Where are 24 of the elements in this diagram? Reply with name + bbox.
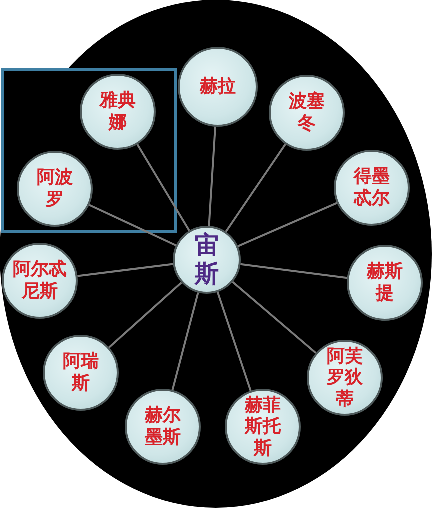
node-label: 阿瑞斯 [62,351,100,395]
node-label: 阿尔忒尼斯 [12,259,68,303]
node-label: 赫斯提 [366,261,404,305]
node-label: 雅典娜 [99,90,137,134]
highlight-frame [1,68,177,233]
connector-line [238,202,338,248]
connector-line [78,263,174,278]
node-label: 赫尔墨斯 [144,405,182,449]
node-label: 赫菲斯托斯 [244,394,282,460]
connector-line [208,126,216,226]
node-label: 阿芙罗狄蒂 [326,346,364,410]
connector-line [240,263,348,280]
connector-line [225,144,286,232]
connector-line [172,292,200,391]
node-label: 宙斯 [194,231,220,289]
connector-line [88,204,177,246]
connector-line [232,281,317,354]
node-label: 阿波罗 [36,167,74,211]
connector-line [136,144,190,232]
node-label: 得墨忒尔 [353,166,391,210]
node-label: 赫拉 [199,76,237,98]
connector-line [108,282,182,348]
node-label: 波塞冬 [288,91,326,135]
connector-line [216,292,252,392]
